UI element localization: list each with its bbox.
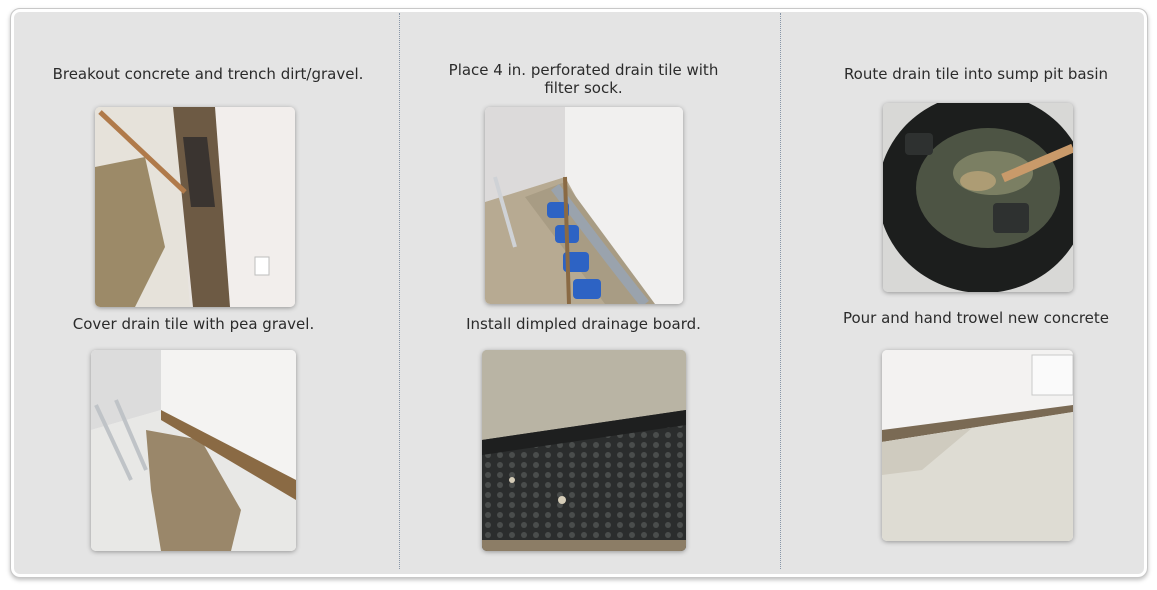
step-caption-breakout: Breakout concrete and trench dirt/gravel… [52, 65, 364, 83]
step-caption-drain-tile: Place 4 in. perforated drain tile with f… [448, 61, 719, 97]
steps-panel: Breakout concrete and trench dirt/gravel… [10, 8, 1148, 578]
trench-excavation-photo [95, 107, 295, 307]
column-divider-1 [399, 13, 400, 569]
step-caption-sump-pit: Route drain tile into sump pit basin [843, 65, 1109, 83]
new-concrete-photo [882, 350, 1073, 541]
sump-pit-photo [883, 103, 1073, 292]
column-divider-2 [780, 13, 781, 569]
step-caption-new-concrete: Pour and hand trowel new concrete [842, 309, 1110, 327]
step-caption-pea-gravel: Cover drain tile with pea gravel. [72, 315, 315, 333]
drain-tile-photo [485, 107, 683, 304]
pea-gravel-photo [91, 350, 296, 551]
step-caption-drainage-board: Install dimpled drainage board. [466, 315, 701, 333]
drainage-board-photo [482, 350, 686, 551]
